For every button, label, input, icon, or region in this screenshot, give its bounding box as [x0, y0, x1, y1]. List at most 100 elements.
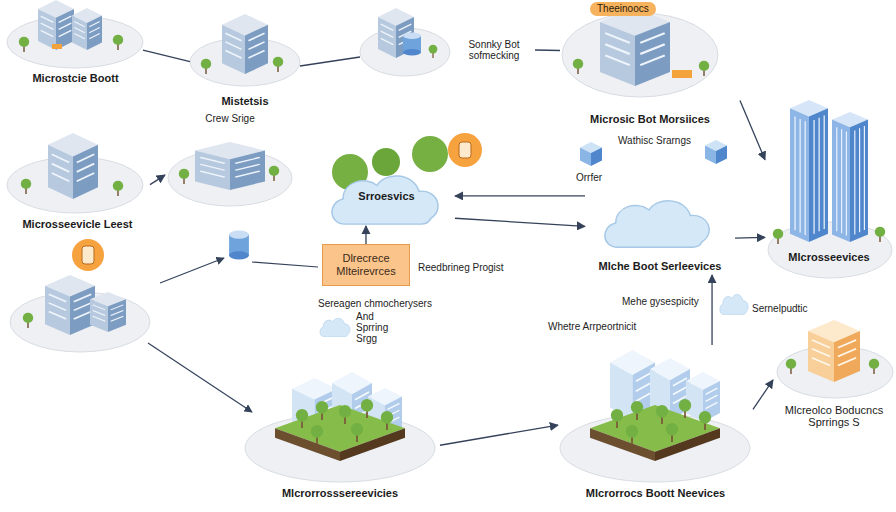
node-label: Mistetsis	[221, 95, 268, 108]
cube-icon	[705, 140, 727, 164]
connector-line	[740, 101, 765, 160]
platform	[768, 222, 892, 278]
service-node: Crew Srige	[165, 113, 295, 210]
platform	[360, 28, 450, 76]
building	[222, 14, 268, 74]
service-node: Mlcrorrocs Boott Neevices	[558, 345, 753, 502]
connector-line	[455, 195, 585, 196]
tree	[316, 401, 328, 420]
server-icon	[403, 32, 421, 55]
leader-line	[252, 262, 318, 267]
tree	[351, 423, 363, 442]
tree	[269, 166, 280, 181]
note-label: Sereagen chmocherysers	[318, 298, 432, 310]
building	[45, 275, 95, 335]
icon-glyph	[459, 142, 471, 158]
building	[38, 0, 74, 50]
tower	[832, 112, 868, 242]
tree	[179, 169, 190, 184]
ground	[590, 405, 720, 461]
note-label: Sernelpudtic	[752, 303, 808, 315]
tree	[699, 61, 710, 76]
tree	[296, 409, 308, 428]
note-label: Reedbrineg Progist	[418, 262, 504, 274]
tree	[773, 229, 784, 244]
connector-line	[440, 425, 558, 445]
connector-line	[150, 175, 165, 185]
tower	[790, 100, 828, 242]
service-node: Mlche Boot Serleevices	[585, 185, 735, 275]
note-label: Mehe gysespicity	[622, 296, 699, 308]
service-node: Mlcreolco Boducncs Sprrings S	[773, 315, 895, 433]
building	[600, 8, 670, 86]
note-label: Wathisc Srarngs	[618, 135, 691, 147]
tree	[361, 399, 373, 418]
orange-accent	[672, 70, 692, 78]
service-node: Mlcrosseevices	[765, 95, 893, 280]
process-box: Dlrecrece Mlteirevrces	[322, 244, 410, 286]
service-node: Microstcie Boott	[8, 5, 143, 87]
connector-line	[535, 49, 560, 51]
node-label: Srroesvics	[358, 190, 414, 203]
note-label: Sprring	[356, 322, 388, 334]
service-node: Sonnky Bot sofmecking	[360, 15, 535, 85]
icon-glyph	[82, 246, 94, 264]
connector-line	[300, 57, 360, 66]
building	[48, 133, 98, 199]
node-label: Mlcreolco Boducncs Sprrings S	[778, 404, 890, 429]
server-icon	[229, 231, 249, 260]
connector-line	[753, 380, 773, 409]
tree	[875, 227, 886, 242]
note-label: Whetre Arrpeortnicit	[548, 321, 636, 333]
tree	[113, 35, 124, 50]
tree	[429, 45, 438, 58]
tree	[666, 423, 678, 442]
cloud	[605, 201, 709, 248]
tree	[573, 59, 584, 74]
orange-icon	[72, 239, 104, 271]
tree	[869, 359, 880, 374]
note-label: Srgg	[356, 333, 377, 345]
service-node: Microsseevicle Leest	[5, 130, 150, 233]
node-label: Crew Srige	[205, 113, 254, 125]
tree	[679, 399, 691, 418]
tree	[786, 359, 797, 374]
tree	[381, 411, 393, 430]
tree	[201, 59, 212, 74]
note-label: And	[356, 311, 374, 323]
cloud-icon	[720, 294, 748, 314]
tree	[699, 411, 711, 430]
node-label: Mlcrosseevices	[788, 251, 869, 264]
connector-line	[365, 226, 366, 244]
cloud-icon	[320, 318, 350, 336]
service-node: Mistetsis	[190, 22, 300, 110]
node-label: Dlrecrece Mlteirevrces	[327, 252, 405, 277]
ground	[275, 405, 405, 461]
node-label: Microsic Bot Morsiices	[590, 113, 710, 126]
orange-icon	[448, 133, 482, 167]
tree	[339, 405, 351, 424]
tree	[23, 313, 34, 328]
node-label: Mlcrorrocs Boott Neevices	[586, 487, 725, 500]
tree	[311, 425, 323, 444]
cloud	[332, 176, 438, 224]
building	[72, 8, 102, 50]
node-label: Microsseevicle Leest	[22, 218, 132, 231]
node-label: Mlcrorrosssereevicies	[282, 487, 398, 500]
badge-label: Theeinoocs	[590, 2, 656, 16]
cube-icon	[580, 142, 602, 166]
building	[90, 292, 126, 332]
note-label: Orrfer	[576, 172, 602, 184]
building	[808, 320, 860, 382]
node-label: Sonnky Bot sofmecking	[457, 39, 531, 62]
warehouse	[195, 142, 265, 190]
node-label: Microstcie Boott	[32, 72, 118, 85]
leader-line	[148, 343, 252, 412]
tree	[626, 425, 638, 444]
tree	[611, 409, 623, 428]
tree	[631, 401, 643, 420]
connector-line	[711, 275, 712, 345]
